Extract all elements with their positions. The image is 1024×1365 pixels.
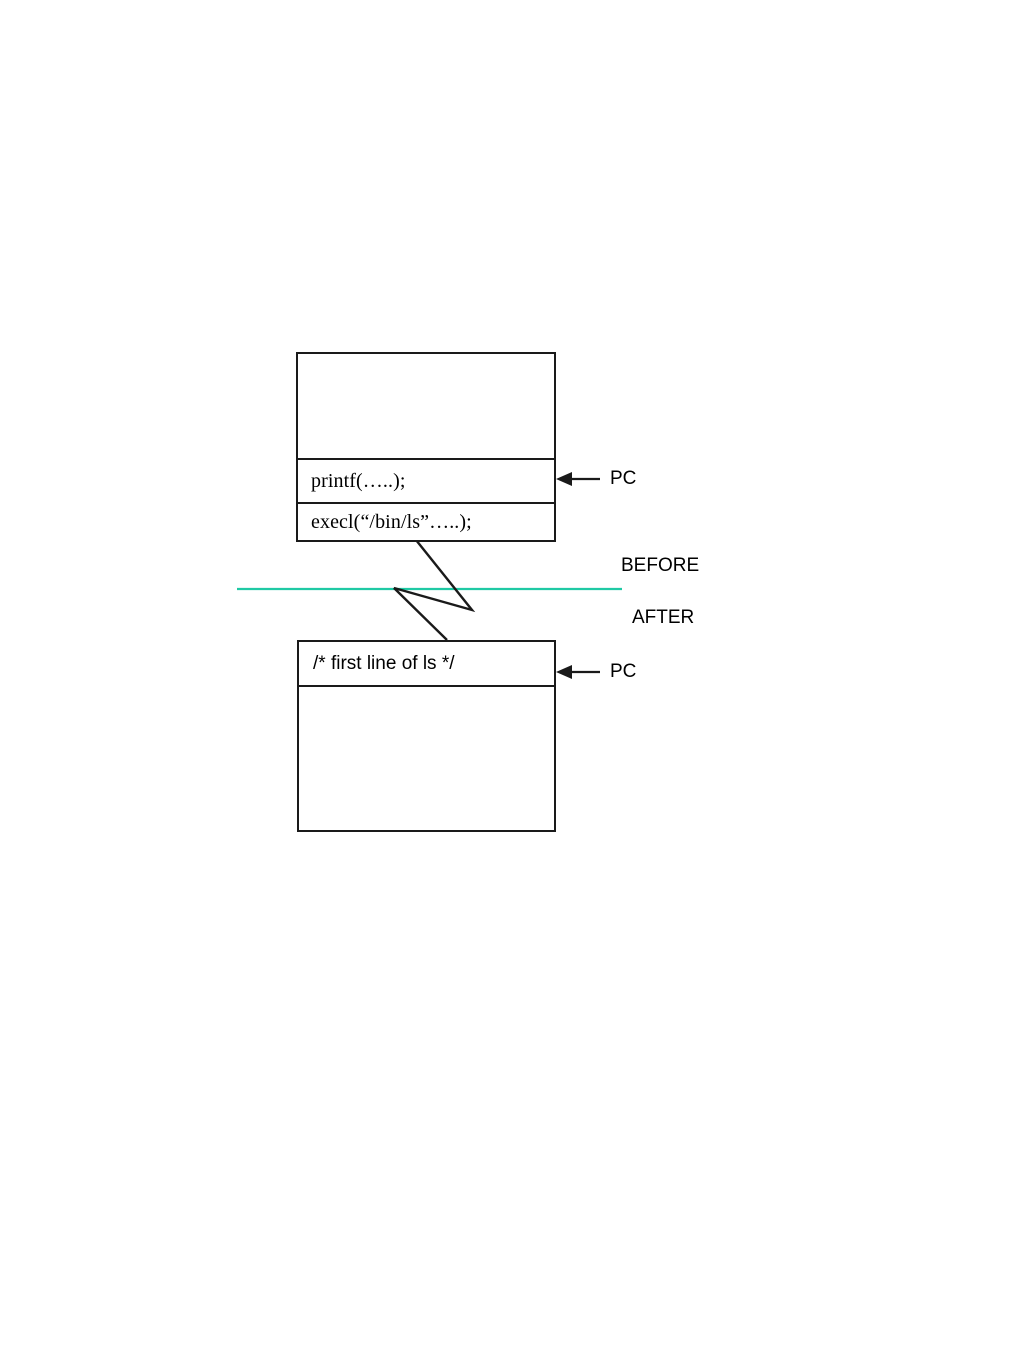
pc-label-after: PC <box>610 661 637 682</box>
before-printf-text: printf(…..); <box>311 469 406 492</box>
phase-label-before: BEFORE <box>621 555 700 576</box>
after-empty-region <box>299 685 554 830</box>
before-execl-text: execl(“/bin/ls”…..); <box>311 510 472 533</box>
before-empty-region <box>298 354 554 458</box>
pc-label-before: PC <box>610 468 637 489</box>
after-code-line-first-line-of-ls: /* first line of ls */ <box>299 642 554 685</box>
phase-label-after: AFTER <box>632 607 695 628</box>
process-memory-before-box: printf(…..); execl(“/bin/ls”…..); <box>296 352 556 542</box>
exec-transition-connector <box>393 539 476 641</box>
process-memory-after-box: /* first line of ls */ <box>297 640 556 832</box>
before-code-line-printf: printf(…..); <box>298 458 554 502</box>
pc-arrow-before <box>556 472 600 486</box>
after-firstline-text: /* first line of ls */ <box>313 652 455 674</box>
before-code-line-execl: execl(“/bin/ls”…..); <box>298 502 554 540</box>
pc-arrow-after <box>556 665 600 679</box>
